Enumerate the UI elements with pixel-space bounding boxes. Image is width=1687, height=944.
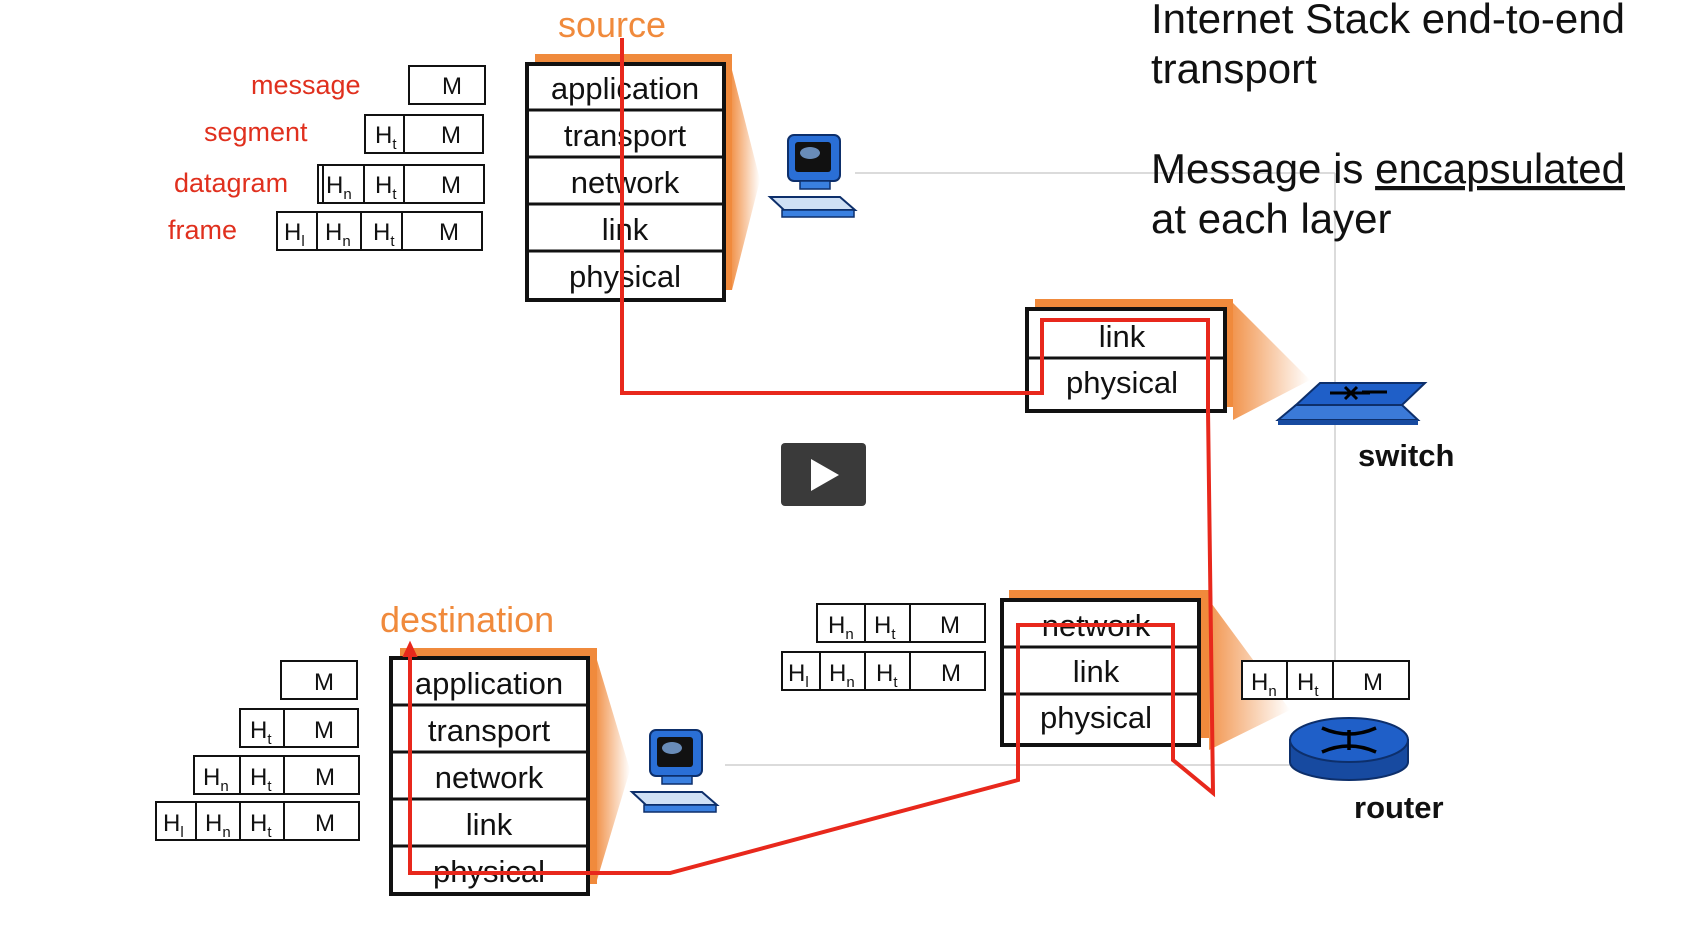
source-layer-transport: transport	[564, 118, 687, 153]
note-underlined: encapsulated	[1375, 145, 1625, 192]
header-transport: Ht	[250, 717, 272, 748]
source-layer-physical: physical	[569, 259, 681, 294]
payload-m: M	[441, 172, 461, 199]
pdu-label-segment: segment	[204, 117, 308, 147]
source-layer-application: application	[551, 71, 699, 106]
switch-label: switch	[1358, 438, 1454, 473]
payload-m: M	[315, 810, 335, 837]
source-stack-glow	[732, 70, 760, 290]
source-packets: M Ht M Hn Ht M Hl Hn Ht M	[276, 65, 486, 251]
header-network: Hn	[205, 810, 231, 841]
source-layer-network: network	[571, 165, 680, 200]
header-transport: Ht	[250, 810, 272, 841]
switch-stack-glow	[1233, 303, 1310, 420]
payload-m: M	[314, 669, 334, 696]
pdu-label-frame: frame	[168, 215, 237, 245]
header-transport: Ht	[250, 764, 272, 795]
header-network: Hn	[1251, 669, 1277, 700]
payload-m: M	[439, 219, 459, 246]
packet-datagram-dest: Hn Ht M	[193, 755, 360, 795]
payload-m: M	[442, 73, 462, 100]
destination-layer-application: application	[415, 666, 563, 701]
note-line2: at each layer	[1151, 195, 1391, 242]
header-transport: Ht	[375, 122, 397, 153]
source-layer-link: link	[602, 212, 649, 247]
pdu-label-datagram: datagram	[174, 168, 288, 198]
source-stack-box	[525, 62, 726, 302]
router-icon	[1289, 717, 1409, 781]
destination-layer-link: link	[466, 807, 513, 842]
packet-message: M	[408, 65, 486, 105]
packet-segment: Ht M	[364, 114, 484, 154]
destination-stack-glow	[597, 660, 630, 880]
packet-frame: Hl Hn Ht M	[276, 211, 483, 251]
packet-frame-router: Hl Hn Ht M	[781, 651, 986, 691]
play-icon	[811, 459, 839, 491]
router-layer-physical: physical	[1040, 700, 1152, 735]
header-link: Hl	[163, 810, 184, 841]
router-out-packet: Hn Ht M	[1241, 660, 1410, 700]
switch-layer-link: link	[1099, 319, 1146, 354]
header-network: Hn	[326, 172, 352, 203]
router-label: router	[1354, 790, 1444, 825]
header-network: Hn	[203, 764, 229, 795]
header-transport: Ht	[1297, 669, 1319, 700]
header-transport: Ht	[876, 660, 898, 691]
source-computer-icon	[767, 134, 858, 218]
encapsulation-note: Message is encapsulated	[1151, 145, 1625, 192]
pdu-label-message: message	[251, 70, 361, 100]
destination-layer-network: network	[435, 760, 544, 795]
header-network: Hn	[325, 219, 351, 250]
switch-icon	[1275, 382, 1428, 425]
heading: Internet Stack end-to-end transport Mess…	[1151, 0, 1625, 242]
router-layer-link: link	[1073, 654, 1120, 689]
heading-line1: Internet Stack end-to-end	[1151, 0, 1625, 42]
payload-m: M	[315, 764, 335, 791]
payload-m: M	[940, 612, 960, 639]
router-in-packets: Hn Ht M Hl Hn Ht M	[781, 603, 986, 691]
note-prefix: Message is	[1151, 145, 1375, 192]
arrow-head-icon	[402, 640, 418, 657]
packet-datagram-router: Hn Ht M	[816, 603, 986, 643]
heading-line2: transport	[1151, 45, 1317, 92]
header-transport: Ht	[373, 219, 395, 250]
payload-m: M	[941, 660, 961, 687]
header-network: Hn	[829, 660, 855, 691]
pdu-labels: message segment datagram frame	[168, 70, 361, 245]
switch-stack-box	[1025, 307, 1227, 413]
header-link: Hl	[788, 660, 809, 691]
payload-m: M	[441, 122, 461, 149]
packet-datagram: Hn Ht M	[317, 164, 485, 204]
source-label: source	[558, 4, 666, 45]
header-network: Hn	[828, 612, 854, 643]
destination-stack-box	[389, 656, 590, 896]
destination-computer-icon	[629, 729, 720, 813]
payload-m: M	[1363, 669, 1383, 696]
destination-label: destination	[380, 599, 554, 640]
source-stack: source application transport network lin…	[525, 4, 760, 302]
header-transport: Ht	[874, 612, 896, 643]
play-button[interactable]	[781, 443, 866, 506]
switch-layer-physical: physical	[1066, 365, 1178, 400]
data-path	[402, 38, 1216, 875]
header-transport: Ht	[375, 172, 397, 203]
packet-message-dest: M	[280, 660, 358, 700]
header-link: Hl	[284, 219, 305, 250]
destination-stack: destination application transport networ…	[380, 599, 630, 896]
packet-segment-dest: Ht M	[239, 708, 359, 748]
destination-packets: M Ht M Hn Ht M Hl Hn Ht M	[155, 660, 360, 841]
payload-m: M	[314, 717, 334, 744]
packet-frame-dest: Hl Hn Ht M	[155, 801, 360, 841]
switch-stack: link physical	[1025, 299, 1310, 420]
destination-layer-transport: transport	[428, 713, 551, 748]
